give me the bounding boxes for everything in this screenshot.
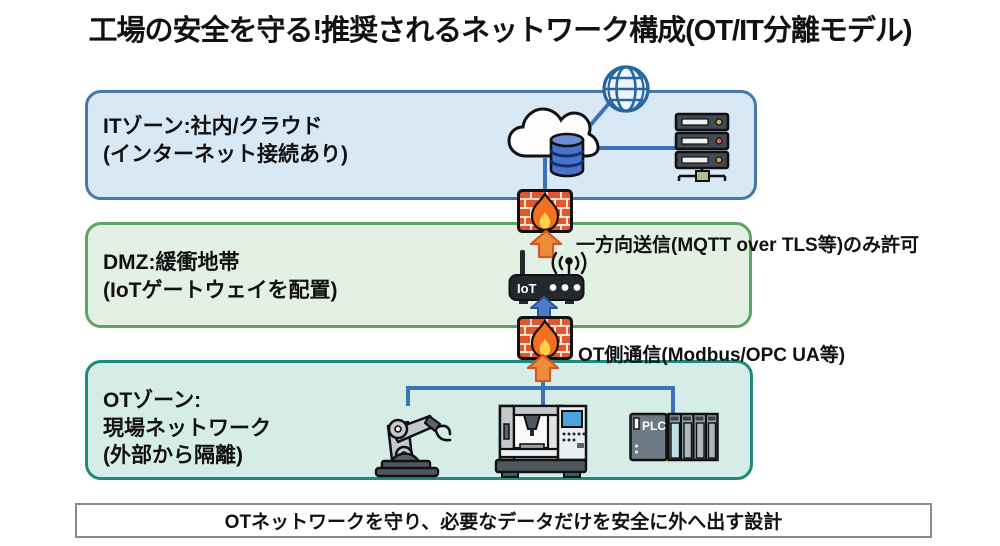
zone-dmz-label-line1: DMZ:緩衝地帯 [103, 251, 240, 274]
database-icon [549, 132, 585, 178]
line-cloud-globe [586, 99, 613, 130]
footer-text: OTネットワークを守り、必要なデータだけを安全に外へ出す設計 [224, 512, 783, 533]
plc-label: PLC [642, 419, 666, 433]
iot-gateway-icon: IoT [508, 250, 585, 304]
annotation-modbus: OT側通信(Modbus/OPC UA等) [578, 345, 846, 366]
zone-dmz-label-line2: (IoTゲートウェイを配置) [103, 278, 338, 302]
firewall-upper-icon [517, 189, 573, 233]
zone-dmz-label: DMZ:緩衝地帯 (IoTゲートウェイを配置) [103, 249, 337, 304]
zone-it-label-line2: (インターネット接続あり) [103, 142, 348, 166]
zone-it-box [85, 90, 757, 200]
robot-arm-icon [374, 414, 452, 478]
annotation-mqtt: 一方向送信(MQTT over TLS等)のみ許可 [576, 235, 920, 256]
zone-ot-label-line1: OTゾーン: [103, 389, 202, 412]
footer-banner: OTネットワークを守り、必要なデータだけを安全に外へ出す設計 [75, 503, 932, 538]
up-arrow-orange-upper-icon [529, 229, 563, 259]
zone-it-label-line1: ITゾーン:社内/クラウド [103, 115, 323, 138]
cnc-machine-icon [494, 404, 588, 478]
zone-it-label: ITゾーン:社内/クラウド (インターネット接続あり) [103, 113, 348, 168]
internet-globe-icon [602, 65, 650, 113]
firewall-lower-icon [517, 316, 573, 360]
page-title: 工場の安全を守る!推奨されるネットワーク構成(OT/IT分離モデル) [88, 15, 912, 47]
wifi-signal-icon [551, 251, 587, 279]
zone-ot-label-line2: 現場ネットワーク [103, 416, 271, 440]
up-arrow-orange-lower-icon [526, 353, 560, 383]
iot-gateway-label: IoT [517, 281, 537, 296]
zone-ot-label-line3: (外部から隔離) [103, 444, 243, 468]
plc-icon: PLC [629, 412, 719, 462]
server-rack-icon [674, 112, 730, 182]
zone-ot-label: OTゾーン: 現場ネットワーク (外部から隔離) [103, 387, 271, 470]
zone-dmz-box [85, 222, 752, 328]
